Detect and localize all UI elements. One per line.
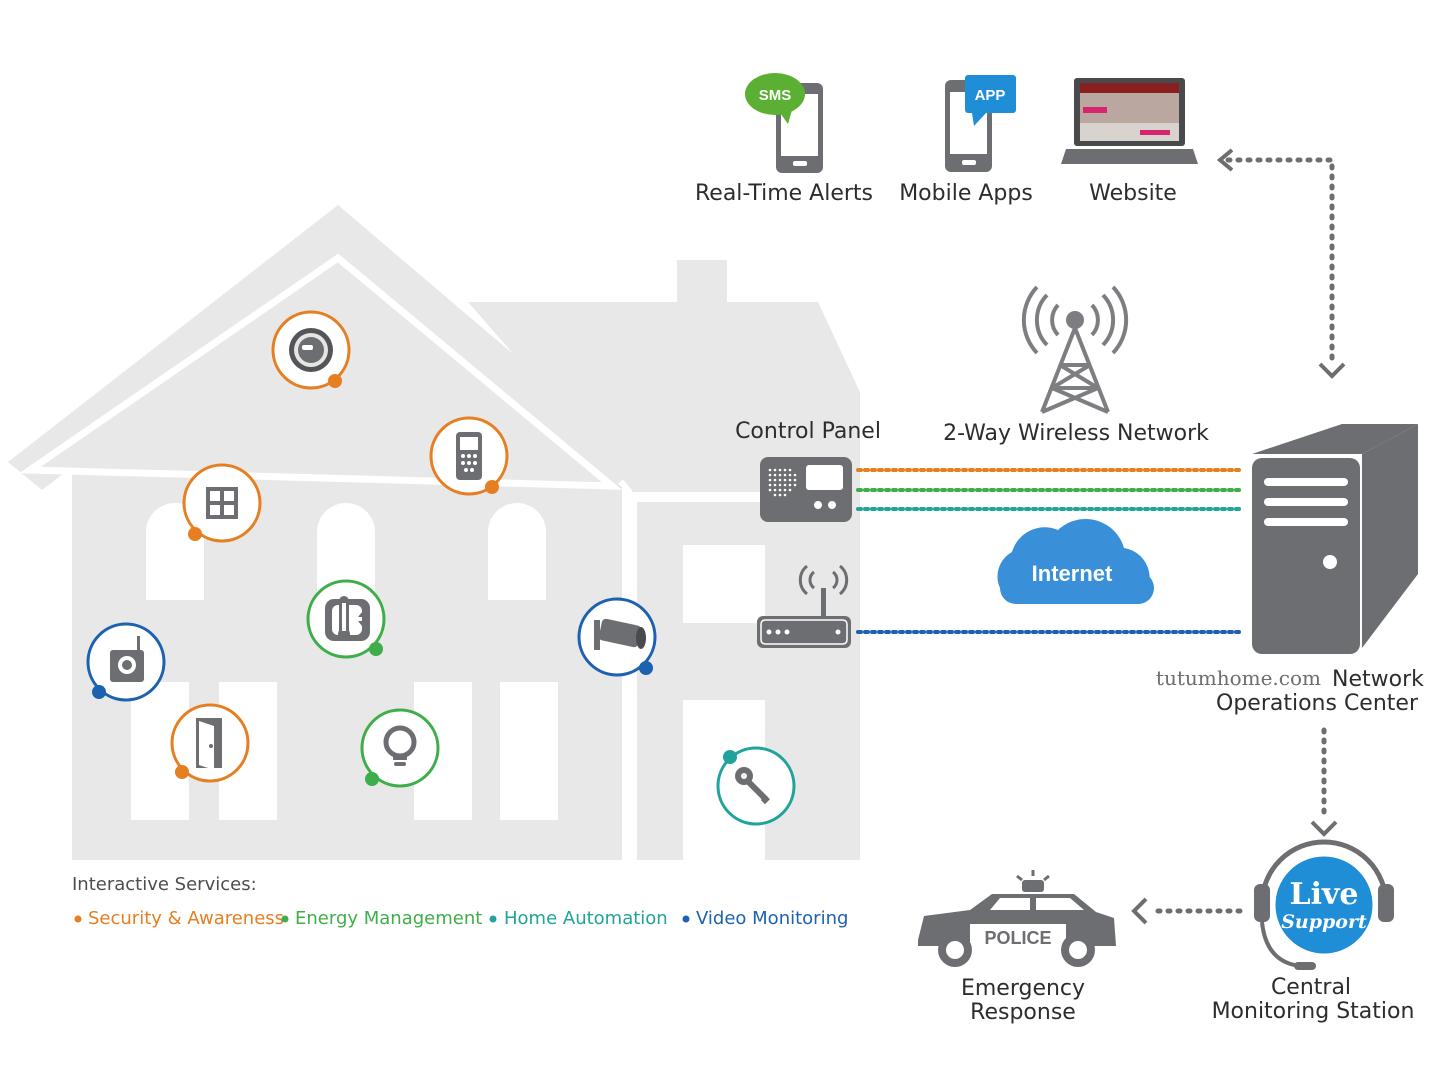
legend-security-dot — [74, 915, 82, 923]
laptop-website-icon — [1061, 78, 1198, 164]
radio-tower-icon — [1021, 285, 1129, 414]
keypad-remote-icon — [429, 416, 509, 496]
legend-security-label: Security & Awareness — [88, 908, 284, 929]
real-time-alerts-label: Real-Time Alerts — [695, 181, 873, 206]
speaker-dot — [768, 478, 772, 482]
server-icon — [1252, 424, 1418, 654]
legend-automation-dot — [489, 915, 497, 923]
emergency-label-line1: Emergency — [961, 976, 1085, 1001]
mobile-apps-label: Mobile Apps — [899, 181, 1033, 206]
speaker-dot — [768, 488, 772, 492]
speaker-dot — [778, 488, 782, 492]
live-support-icon — [1254, 839, 1394, 970]
speaker-dot — [778, 473, 782, 477]
speaker-dot — [773, 478, 777, 482]
police-car-text: POLICE — [984, 928, 1051, 948]
door-sensor-icon — [170, 703, 250, 783]
internet-cloud-icon — [997, 519, 1154, 604]
legend-automation-label: Home Automation — [504, 908, 668, 929]
central-emergency-arrow — [1131, 897, 1243, 925]
speaker-dot — [773, 473, 777, 477]
support-badge: Support — [1281, 911, 1367, 933]
speaker-dot — [783, 483, 787, 487]
speaker-dot — [788, 468, 792, 472]
control-panel-label: Control Panel — [735, 419, 881, 444]
window-sensor-icon — [182, 463, 262, 543]
camera-icon — [577, 597, 657, 677]
speaker-dot — [773, 483, 777, 487]
speaker-dot — [768, 473, 772, 477]
emergency-label-line2: Response — [970, 1000, 1076, 1025]
speaker-dot — [773, 488, 777, 492]
speaker-dot — [783, 468, 787, 472]
speaker-dot — [788, 473, 792, 477]
control-panel-icon — [760, 457, 852, 522]
speaker-dot — [788, 483, 792, 487]
key-icon — [716, 746, 796, 826]
speaker-dot — [773, 468, 777, 472]
noc-brand: tutumhome.com — [1156, 666, 1321, 690]
legend-video-label: Video Monitoring — [696, 908, 848, 929]
legend-energy-label: Energy Management — [295, 908, 482, 929]
thermostat-icon — [306, 579, 386, 659]
speaker-dot — [783, 488, 787, 492]
website-label: Website — [1089, 181, 1177, 206]
speaker-dot — [778, 478, 782, 482]
speaker-dot — [768, 468, 772, 472]
central-label-line1: Central — [1271, 975, 1351, 1000]
speaker-dot — [793, 478, 797, 482]
police-car-icon — [918, 870, 1116, 967]
noc-label-line1: Network — [1332, 667, 1424, 692]
speaker-dot — [778, 493, 782, 497]
wireless-network-label: 2-Way Wireless Network — [943, 421, 1209, 446]
internet-label: Internet — [1032, 561, 1113, 586]
speaker-dot — [793, 473, 797, 477]
speaker-dot — [783, 473, 787, 477]
legend-energy-dot — [281, 915, 289, 923]
legend-video-dot — [682, 915, 690, 923]
noc-central-arrow — [1310, 727, 1338, 837]
mobile-app-phone-icon — [945, 75, 1016, 172]
speaker-dot — [793, 483, 797, 487]
speaker-dot — [773, 493, 777, 497]
noc-label-line2: Operations Center — [1216, 691, 1419, 716]
speaker-dot — [778, 468, 782, 472]
central-label-line2: Monitoring Station — [1212, 999, 1415, 1024]
legend-title: Interactive Services: — [72, 874, 257, 895]
smoke-detector-icon — [271, 310, 351, 390]
control-panel-speaker — [768, 468, 797, 497]
speaker-dot — [783, 478, 787, 482]
speaker-dot — [768, 483, 772, 487]
wireless-camera-icon — [86, 622, 166, 702]
speaker-dot — [783, 493, 787, 497]
speaker-dot — [788, 478, 792, 482]
speaker-dot — [788, 488, 792, 492]
router-icon — [757, 564, 851, 648]
light-bulb-icon — [360, 708, 440, 788]
app-badge: APP — [975, 87, 1006, 104]
website-server-arrow — [1216, 148, 1346, 379]
sms-badge: SMS — [759, 87, 792, 104]
live-badge: Live — [1289, 877, 1358, 912]
sms-phone-icon — [745, 73, 823, 173]
speaker-dot — [778, 483, 782, 487]
